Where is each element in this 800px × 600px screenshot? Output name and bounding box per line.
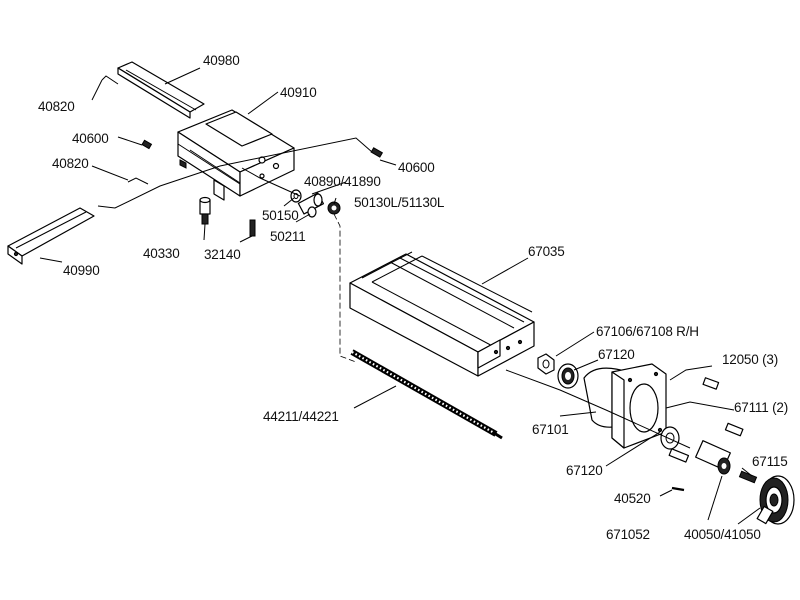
screw-32140 bbox=[249, 219, 256, 237]
label-40600-left: 40600 bbox=[72, 131, 109, 146]
label-40980: 40980 bbox=[203, 53, 240, 68]
gib-strip-40980 bbox=[117, 61, 205, 119]
label-32140: 32140 bbox=[204, 247, 241, 262]
cross-slide-40910 bbox=[177, 109, 295, 201]
label-12050: 12050 (3) bbox=[722, 352, 778, 367]
set-screw-40600-right bbox=[370, 147, 384, 158]
label-40520: 40520 bbox=[614, 491, 651, 506]
collar-671052 bbox=[695, 440, 731, 475]
label-67120-upper: 67120 bbox=[598, 347, 635, 362]
label-40600-right: 40600 bbox=[398, 160, 435, 175]
handwheel-40050 bbox=[756, 475, 795, 525]
lead-screw-44211 bbox=[350, 349, 503, 440]
label-40890: 40890/41890 bbox=[304, 174, 381, 189]
label-67120-lower: 67120 bbox=[566, 463, 603, 478]
label-40820-top: 40820 bbox=[38, 99, 75, 114]
label-67111: 67111 (2) bbox=[734, 400, 788, 415]
label-671052: 671052 bbox=[606, 527, 650, 542]
screw-67111-a bbox=[724, 422, 744, 437]
bearing-housing-67101 bbox=[583, 363, 667, 449]
table-67035 bbox=[349, 251, 535, 377]
leader-lines-top bbox=[39, 67, 397, 263]
bearing-67120-upper bbox=[557, 363, 579, 389]
pin-40820-mid bbox=[127, 177, 149, 185]
label-40330: 40330 bbox=[143, 246, 180, 261]
gib-strip-40990 bbox=[7, 207, 95, 265]
label-67101: 67101 bbox=[532, 422, 569, 437]
set-screw-40600-left bbox=[141, 139, 153, 150]
nut-67106 bbox=[537, 353, 555, 375]
sleeve-40890 bbox=[297, 192, 325, 215]
label-44211: 44211/44221 bbox=[263, 409, 339, 424]
label-50150: 50150 bbox=[262, 208, 299, 223]
leader-lines-bottom bbox=[353, 257, 761, 525]
pin-40520 bbox=[671, 486, 685, 492]
label-67106: 67106/67108 R/H bbox=[596, 324, 699, 339]
label-40820-mid: 40820 bbox=[52, 156, 89, 171]
label-50211: 50211 bbox=[270, 229, 306, 244]
label-40990: 40990 bbox=[63, 263, 100, 278]
label-40050: 40050/41050 bbox=[684, 527, 761, 542]
bearing-67120-lower bbox=[660, 426, 680, 450]
cap-screw-40330 bbox=[199, 196, 211, 225]
label-67035: 67035 bbox=[528, 244, 565, 259]
pin-40820-top bbox=[101, 75, 119, 85]
screw-12050 bbox=[702, 377, 720, 390]
label-67115: 67115 bbox=[752, 454, 788, 469]
nut-50130L bbox=[327, 201, 341, 215]
pin-50211 bbox=[307, 206, 317, 218]
label-50130: 50130L/51130L bbox=[354, 195, 445, 210]
screw-67111-b bbox=[668, 448, 690, 463]
label-40910: 40910 bbox=[280, 85, 317, 100]
